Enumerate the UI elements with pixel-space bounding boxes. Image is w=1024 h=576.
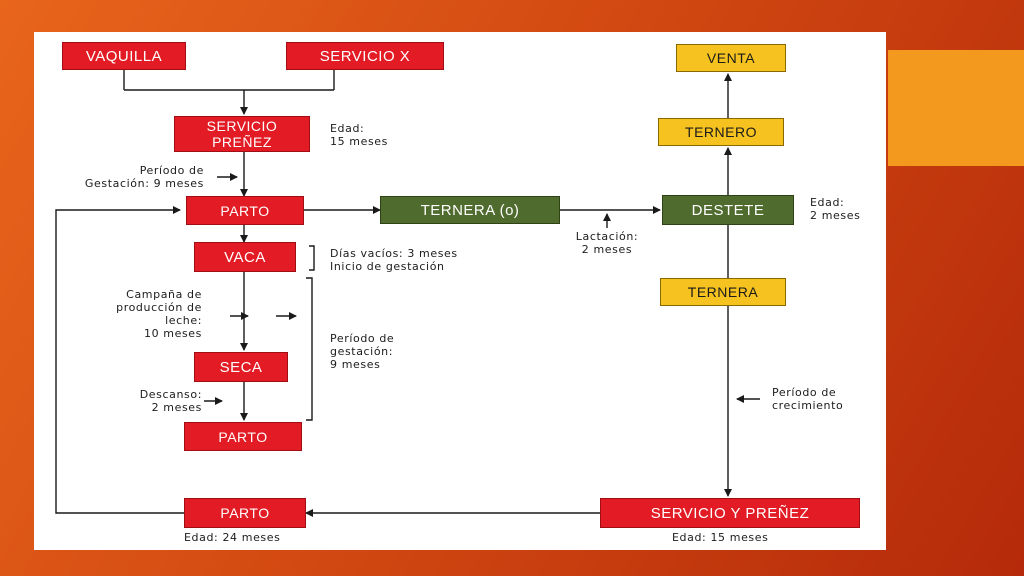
dias-vacios-label: Días vacíos: 3 meses Inicio de gestación	[330, 247, 458, 273]
periodo-crecimiento-label: Período de crecimiento	[772, 386, 844, 412]
servicio-x-label: SERVICIO X	[319, 47, 411, 65]
vaquilla-box: VAQUILLA	[62, 42, 186, 70]
ternero-box: TERNERO	[658, 118, 784, 146]
servicio-x-box: SERVICIO X	[286, 42, 444, 70]
ternera-o-label: TERNERA (o)	[420, 201, 520, 219]
servicio-y-prenez-label: SERVICIO Y PREÑEZ	[650, 504, 810, 522]
parto-top-label: PARTO	[220, 202, 270, 219]
arrow-loop-to-parto-top	[55, 206, 184, 514]
ternera-o-box: TERNERA (o)	[380, 196, 560, 224]
servicio-prenez-box: SERVICIO PREÑEZ	[174, 116, 310, 152]
periodo-gestacion-mid-label: Período de gestación: 9 meses	[330, 332, 395, 371]
seca-box: SECA	[194, 352, 288, 382]
connector-lines	[55, 70, 760, 517]
edad-15-bottom-label: Edad: 15 meses	[672, 531, 769, 544]
servicio-y-prenez-box: SERVICIO Y PREÑEZ	[600, 498, 860, 528]
seca-label: SECA	[219, 358, 263, 376]
vaca-label: VACA	[224, 248, 266, 266]
parto-bottom-label: PARTO	[220, 505, 270, 521]
bracket-dias-vacios	[309, 245, 315, 271]
parto-mid-box: PARTO	[184, 422, 302, 451]
lactacion-label: Lactación: 2 meses	[575, 230, 639, 256]
edad-destete-label: Edad: 2 meses	[810, 196, 861, 222]
servicio-prenez-label: SERVICIO PREÑEZ	[206, 118, 278, 150]
venta-label: VENTA	[706, 50, 756, 66]
periodo-gestacion-top-label: Período de Gestación: 9 meses	[84, 164, 204, 190]
edad-24-label: Edad: 24 meses	[184, 531, 281, 544]
diagram-canvas: VAQUILLA SERVICIO X SERVICIO PREÑEZ PART…	[34, 32, 886, 550]
venta-box: VENTA	[676, 44, 786, 72]
descanso-label: Descanso: 2 meses	[139, 388, 202, 414]
destete-label: DESTETE	[691, 201, 765, 219]
bracket-gestacion	[306, 277, 313, 421]
parto-top-box: PARTO	[186, 196, 304, 225]
edad-15-top-label: Edad: 15 meses	[330, 122, 389, 148]
ternera-label: TERNERA	[687, 284, 759, 300]
vaca-box: VACA	[194, 242, 296, 272]
vaquilla-label: VAQUILLA	[85, 47, 163, 65]
parto-bottom-box: PARTO	[184, 498, 306, 528]
orange-accent-block	[888, 50, 1024, 166]
parto-mid-label: PARTO	[218, 428, 268, 445]
destete-box: DESTETE	[662, 195, 794, 225]
campana-leche-label: Campaña de producción de leche: 10 meses	[116, 288, 202, 340]
ternero-label: TERNERO	[685, 124, 757, 140]
ternera-box: TERNERA	[660, 278, 786, 306]
